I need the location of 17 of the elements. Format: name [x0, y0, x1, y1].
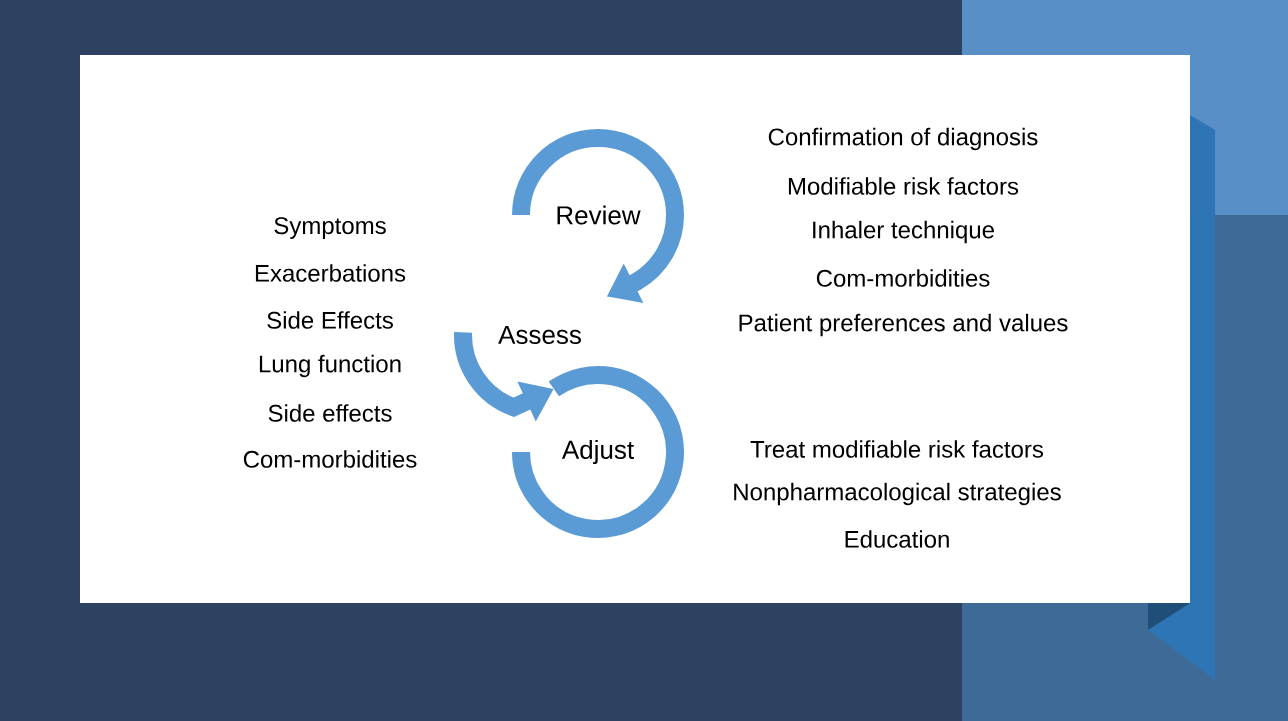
list-item: Inhaler technique: [813, 220, 994, 244]
list-item: Lung function: [259, 354, 401, 378]
list-item: Confirmation of diagnosis: [768, 127, 1038, 151]
list-item: Education: [845, 530, 949, 548]
list-item: Side effects: [268, 404, 392, 422]
list-item: Modifiable risk factors: [788, 177, 1019, 195]
list-item: Exacerbations: [255, 264, 406, 282]
list-item: Patient preferences and values: [739, 313, 1068, 337]
step-label: Review: [557, 205, 641, 225]
list-item: Symptoms: [274, 217, 386, 239]
list-item: Treat modifiable risk factors: [750, 440, 1044, 458]
step-label: Adjust: [512, 366, 684, 538]
list-item: Com-morbidities: [816, 269, 990, 287]
step-label: Assess: [498, 325, 581, 345]
list-item: Side Effects: [267, 311, 393, 329]
list-item: Nonpharmacological strategies: [734, 482, 1061, 506]
list-item: Com-morbidities: [243, 450, 417, 468]
